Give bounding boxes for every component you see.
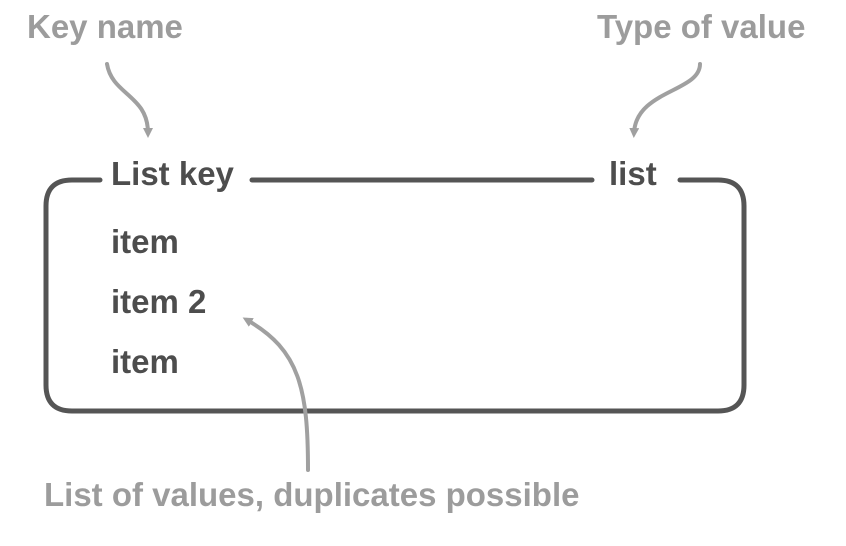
value-type-label: list (609, 155, 657, 192)
values-annotation: List of values, duplicates possible (44, 476, 580, 513)
list-key-label: List key (111, 155, 234, 192)
list-item: item 2 (111, 283, 207, 320)
list-item: item (111, 343, 179, 380)
type-of-value-arrow (629, 62, 702, 138)
key-name-annotation: Key name (27, 8, 183, 45)
values-arrow (242, 317, 310, 472)
list-item: item (111, 223, 179, 260)
type-of-value-annotation: Type of value (597, 8, 806, 45)
list-box-frame (43, 177, 747, 414)
key-name-arrow (105, 62, 153, 138)
